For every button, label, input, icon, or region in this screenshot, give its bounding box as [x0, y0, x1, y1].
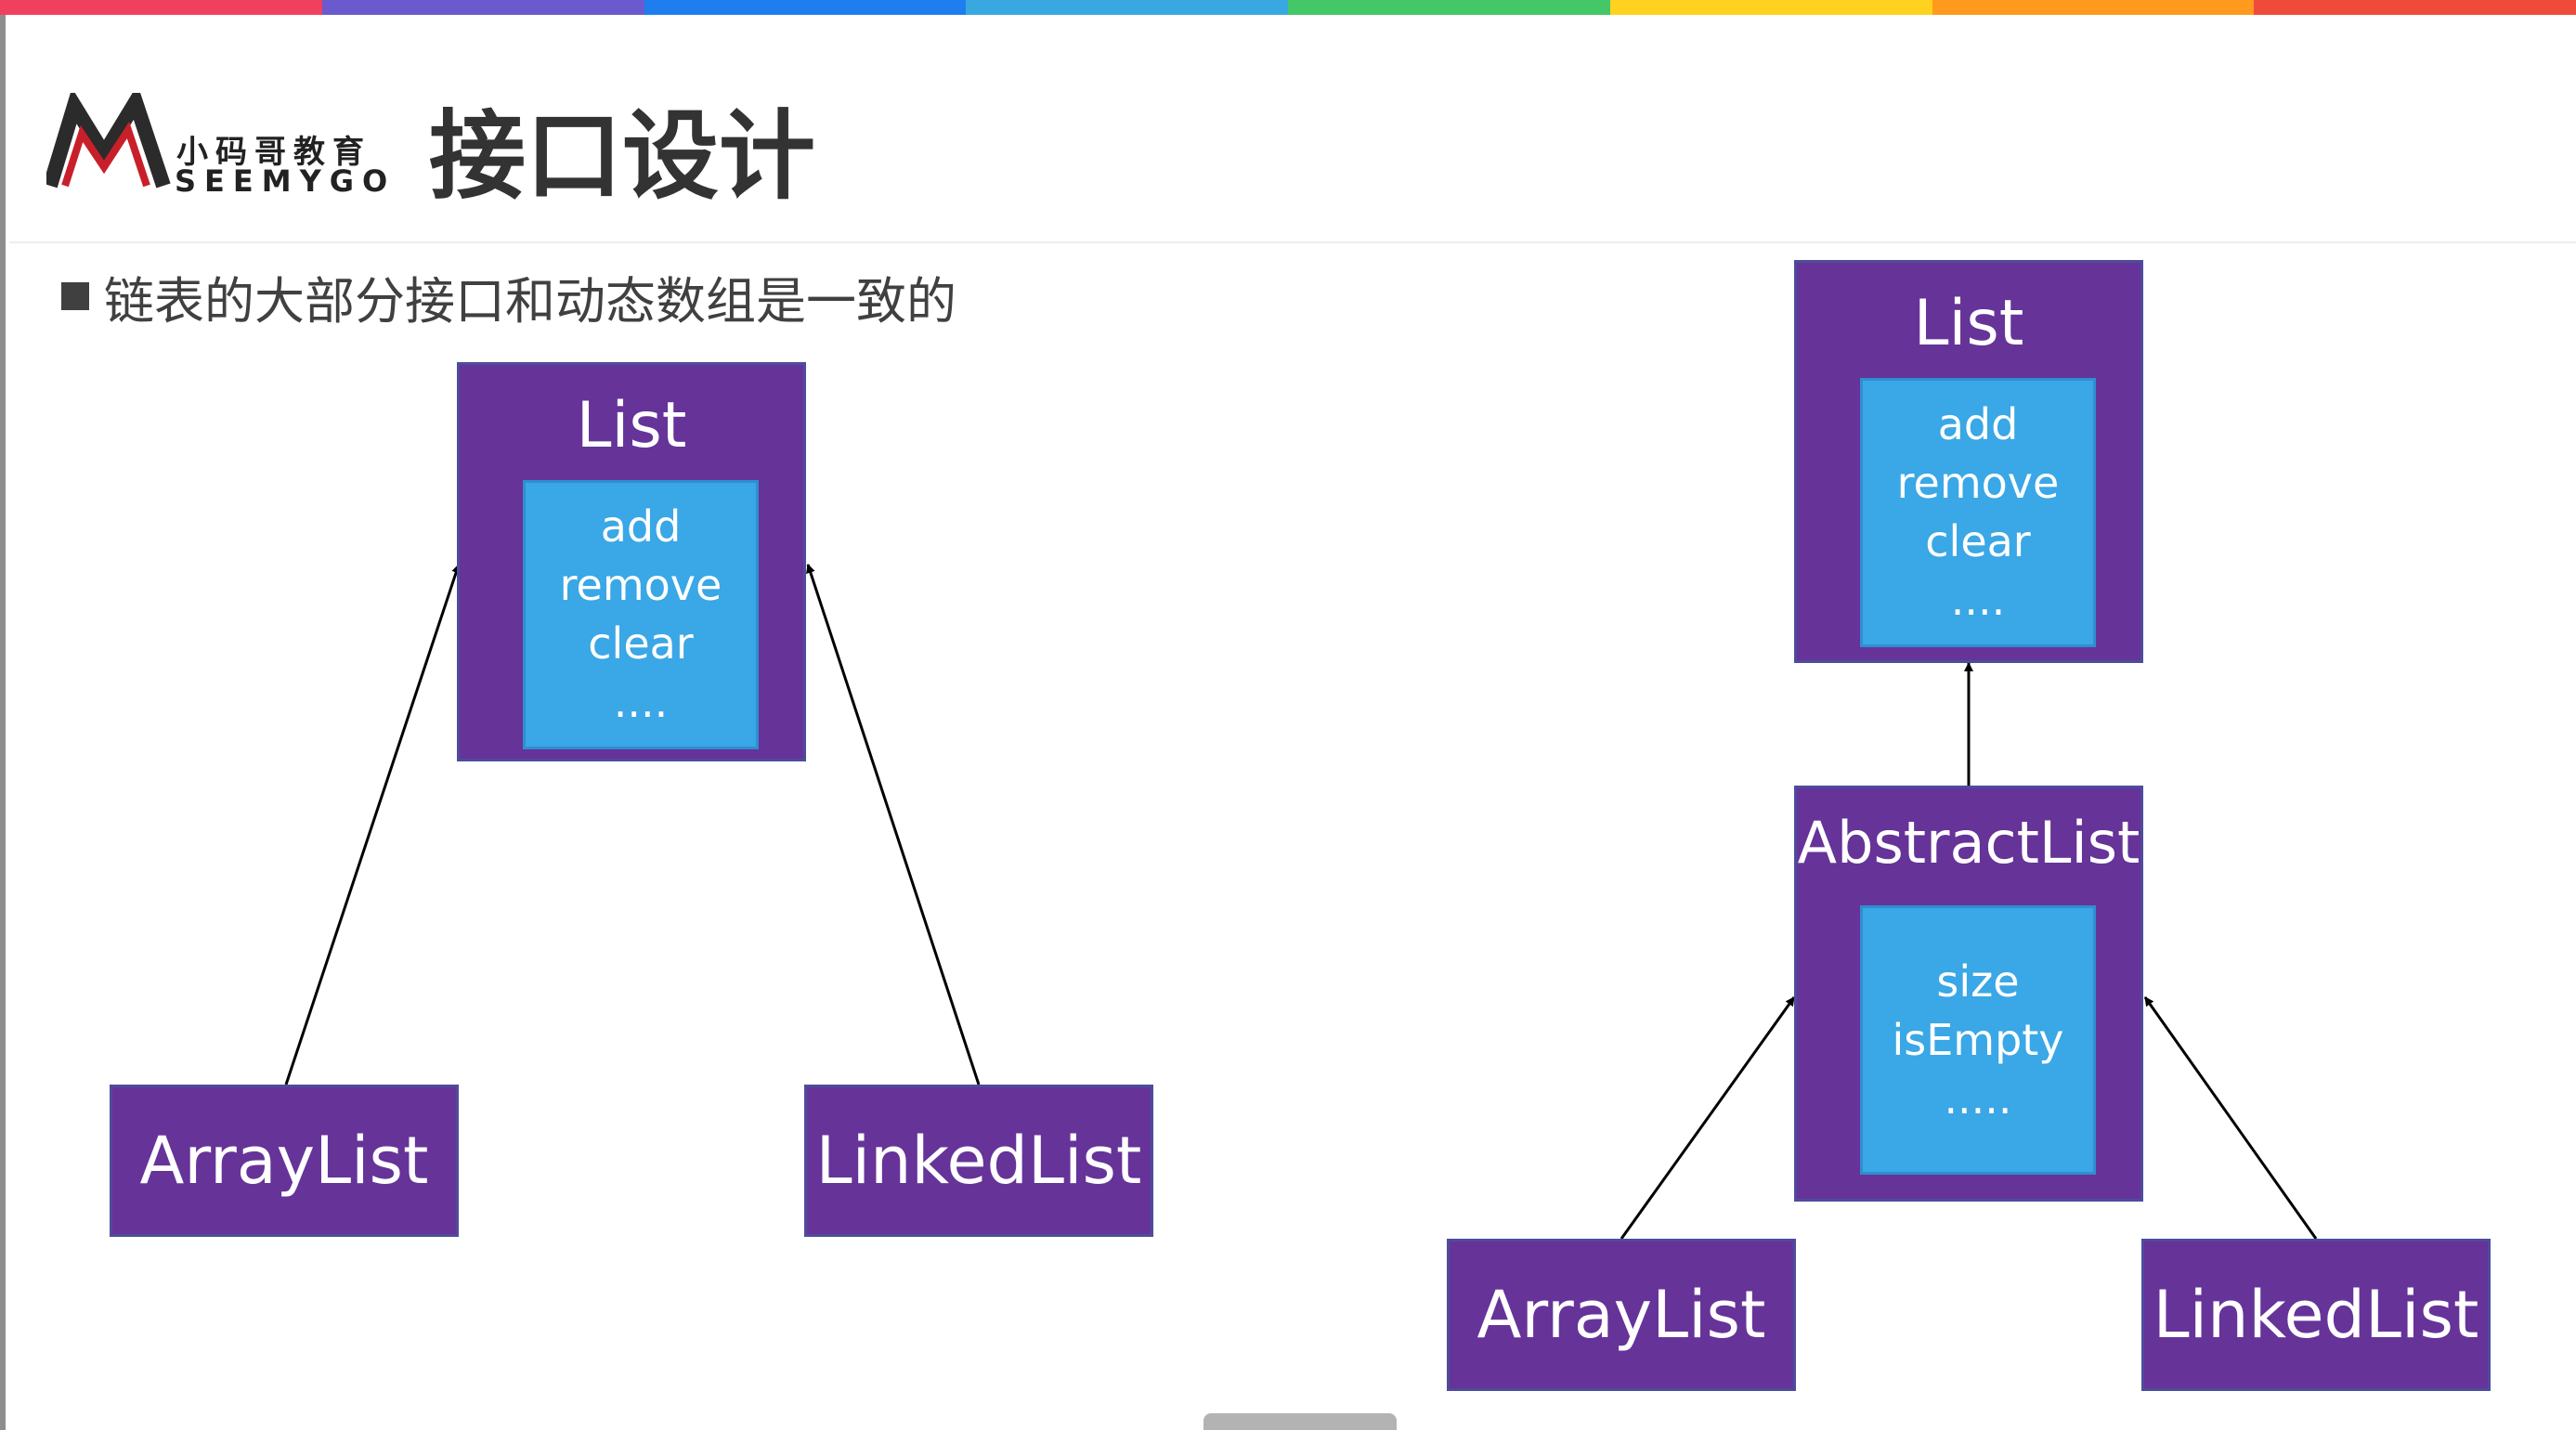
header-divider [9, 241, 2576, 243]
method-more: .... [1950, 575, 2006, 625]
left-linkedlist-label: LinkedList [815, 1123, 1142, 1199]
left-arraylist-label: ArrayList [139, 1123, 429, 1199]
color-stripe-1 [0, 0, 322, 15]
color-stripe-7 [1932, 0, 2255, 15]
method-remove: remove [559, 560, 722, 610]
color-stripe-4 [966, 0, 1288, 15]
logo-text-cn: 小码哥教育 [176, 134, 371, 171]
bullet-text: 链表的大部分接口和动态数组是一致的 [104, 271, 956, 331]
left-linkedlist-class: LinkedList [804, 1085, 1153, 1237]
abstractlist-methods: size isEmpty ..... [1860, 905, 2096, 1175]
left-list-interface: List add remove clear .... [457, 362, 806, 761]
left-list-methods: add remove clear .... [523, 480, 759, 749]
arrow-right-linkedlist-to-abstractlist [2143, 996, 2318, 1240]
page-title: 接口设计 [429, 99, 816, 213]
bullet-square-icon [61, 282, 89, 310]
right-list-title: List [1913, 287, 2024, 360]
method-more: .... [613, 677, 669, 727]
arrow-left-linkedlist-to-list [806, 564, 981, 1086]
color-stripe-6 [1609, 0, 1932, 15]
right-linkedlist-label: LinkedList [2153, 1277, 2479, 1353]
right-arraylist-class: ArrayList [1447, 1239, 1796, 1391]
right-list-methods: add remove clear .... [1860, 378, 2096, 647]
abstractlist-title: AbstractList [1797, 809, 2140, 877]
left-edge [0, 15, 6, 1430]
right-linkedlist-class: LinkedList [2141, 1239, 2491, 1391]
logo-text-en: SEEMYGO [175, 163, 397, 199]
method-clear: clear [588, 618, 694, 669]
right-abstractlist-class: AbstractList size isEmpty ..... [1794, 786, 2143, 1202]
color-stripe-3 [644, 0, 967, 15]
method-add: add [600, 501, 682, 552]
color-stripe-8 [2254, 0, 2576, 15]
color-stripe-2 [321, 0, 644, 15]
right-arraylist-label: ArrayList [1477, 1277, 1766, 1353]
method-size: size [1936, 956, 2020, 1007]
bullet-point: 链表的大部分接口和动态数组是一致的 [61, 264, 956, 331]
bottom-tab [1203, 1413, 1397, 1430]
color-stripe-bar [0, 0, 2576, 15]
right-list-interface: List add remove clear .... [1794, 260, 2143, 663]
color-stripe-5 [1288, 0, 1610, 15]
left-arraylist-class: ArrayList [110, 1085, 459, 1237]
method-more: ..... [1944, 1072, 2012, 1124]
logo: 小码哥教育 SEEMYGO [46, 93, 387, 199]
method-remove: remove [1896, 458, 2060, 508]
arrow-right-arraylist-to-abstractlist [1620, 996, 1796, 1240]
left-list-title: List [576, 389, 687, 462]
arrow-left-arraylist-to-list [284, 564, 461, 1086]
logo-mark-icon [46, 93, 171, 188]
method-isempty: isEmpty [1892, 1014, 2064, 1065]
method-add: add [1937, 399, 2019, 449]
method-clear: clear [1925, 516, 2031, 566]
